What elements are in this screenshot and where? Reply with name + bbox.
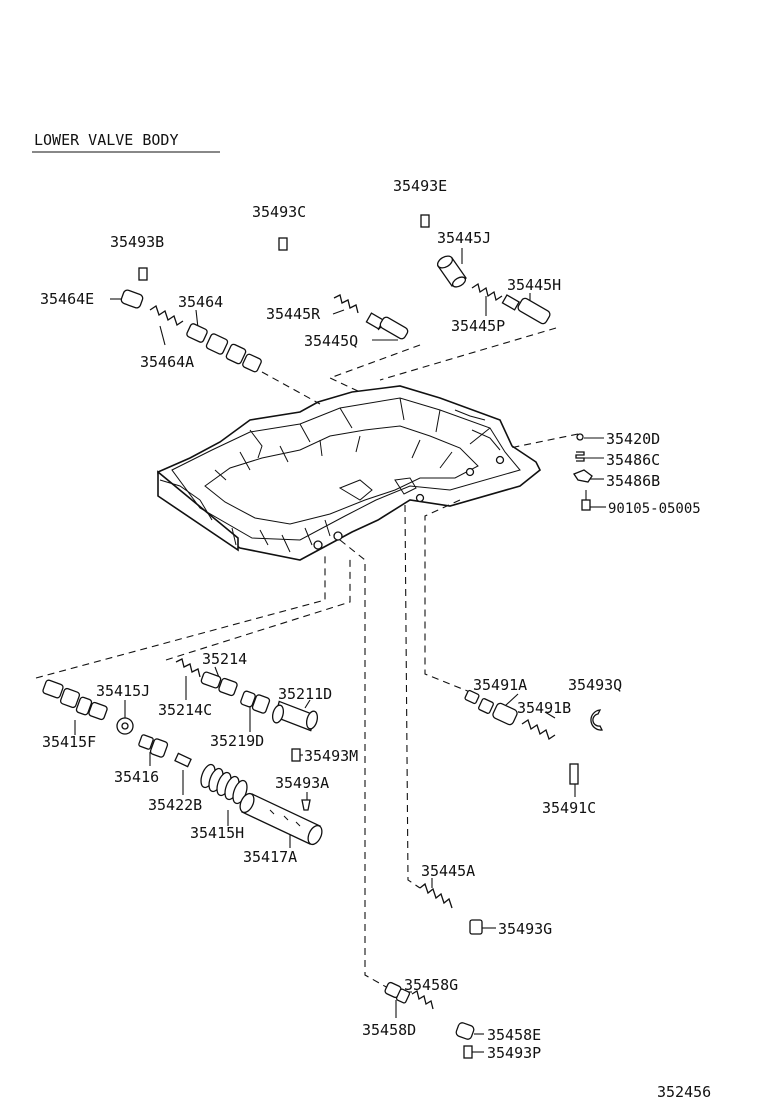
spring-35464A <box>149 304 184 327</box>
label-35445Q: 35445Q <box>304 332 358 350</box>
plug-35493E <box>420 214 430 228</box>
valve-35491A <box>464 689 518 726</box>
figure-number: 352456 <box>657 1083 711 1101</box>
spring-35445A <box>419 882 453 909</box>
label-35486C: 35486C <box>606 451 660 469</box>
plug-35493B <box>138 267 148 281</box>
label-35445R: 35445R <box>266 305 321 323</box>
component-shapes <box>42 214 604 1059</box>
label-35422B: 35422B <box>148 796 202 814</box>
label-35416: 35416 <box>114 768 159 786</box>
pin-35491C <box>569 763 579 785</box>
plug-35493G <box>469 919 483 935</box>
spring-35491B <box>521 718 556 741</box>
label-90105-05005: 90105-05005 <box>608 501 701 517</box>
label-35211D: 35211D <box>278 685 332 703</box>
retainer-35486B <box>573 469 593 483</box>
valve-35214 <box>200 671 238 697</box>
diagram-title: LOWER VALVE BODY <box>34 131 179 149</box>
label-35445P: 35445P <box>451 317 505 335</box>
key-35493A <box>301 799 311 811</box>
label-35420D: 35420D <box>606 430 660 448</box>
label-35464A: 35464A <box>140 353 194 371</box>
label-35415H: 35415H <box>190 824 244 842</box>
label-35491B: 35491B <box>517 699 571 717</box>
part-labels: 35493E 35493C 35445J 35493B 35445H 35464… <box>40 177 701 1062</box>
label-35214C: 35214C <box>158 701 212 719</box>
bolt-90105-05005 <box>581 490 591 511</box>
label-35493G: 35493G <box>498 920 552 938</box>
pin-35422B <box>174 752 192 768</box>
valve-35415F <box>42 679 108 721</box>
label-35458E: 35458E <box>487 1026 541 1044</box>
label-35491C: 35491C <box>542 799 596 817</box>
label-35486B: 35486B <box>606 472 660 490</box>
label-35458G: 35458G <box>404 976 458 994</box>
spring-35415H <box>200 763 248 805</box>
sleeve-35211D <box>271 700 319 732</box>
spring-35458G <box>411 989 434 1010</box>
valve-35445Q <box>365 312 409 340</box>
assembly-guide-lines <box>35 327 579 989</box>
label-35493B: 35493B <box>110 233 164 251</box>
plug-35464E <box>120 289 144 309</box>
washer-35415J <box>116 717 134 735</box>
label-35493Q: 35493Q <box>568 676 622 694</box>
label-35417A: 35417A <box>243 848 297 866</box>
label-35445H: 35445H <box>507 276 561 294</box>
plug-35458E <box>455 1022 475 1040</box>
sleeve-35445J <box>436 255 467 288</box>
lower-valve-body <box>157 385 542 561</box>
label-35445J: 35445J <box>437 229 491 247</box>
spring-35214C <box>175 658 201 678</box>
label-35493C: 35493C <box>252 203 306 221</box>
label-35491A: 35491A <box>473 676 527 694</box>
label-35458D: 35458D <box>362 1021 416 1039</box>
label-35445A: 35445A <box>421 862 475 880</box>
spring-35445R <box>333 294 359 314</box>
spring-35486C <box>575 451 585 462</box>
label-35493E: 35493E <box>393 177 447 195</box>
plug-35493P <box>463 1045 473 1059</box>
label-35415J: 35415J <box>96 682 150 700</box>
label-35493P: 35493P <box>487 1044 541 1062</box>
label-35219D: 35219D <box>210 732 264 750</box>
spring-35445P <box>471 282 503 302</box>
sleeve-35417A <box>239 792 323 846</box>
valve-35464 <box>186 323 262 373</box>
ball-35420D <box>576 433 584 441</box>
clip-35493Q <box>590 709 604 731</box>
label-35464: 35464 <box>178 293 223 311</box>
leader-lines <box>74 248 606 1053</box>
plug-35493C <box>278 237 288 251</box>
label-35415F: 35415F <box>42 733 96 751</box>
valve-35458D <box>384 981 411 1004</box>
label-35464E: 35464E <box>40 290 94 308</box>
label-35214: 35214 <box>202 650 247 668</box>
plug-35219D <box>240 690 271 714</box>
valve-35445H <box>501 294 551 325</box>
plug-35493M <box>291 748 301 762</box>
plug-35416 <box>138 734 169 758</box>
label-35493M: 35493M <box>304 747 358 765</box>
label-35493A: 35493A <box>275 774 329 792</box>
